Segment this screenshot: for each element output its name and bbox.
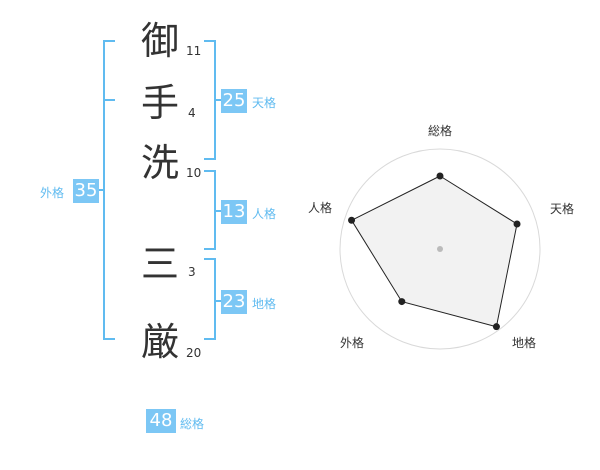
gaikaku-bracket — [103, 40, 115, 340]
stroke-count-5: 20 — [186, 346, 202, 360]
name-char-2: 手 — [140, 81, 179, 125]
soukaku-value-box: 48 — [146, 409, 176, 433]
stroke-count-2: 4 — [188, 106, 196, 120]
radar-axis-label-tenkaku: 天格 — [550, 201, 574, 216]
radar-axis-label-soukaku: 総格 — [428, 123, 452, 138]
tenkaku-label: 天格 — [252, 96, 277, 110]
chikaku-value-box: 23 — [221, 290, 247, 314]
radar-shape — [350, 175, 518, 328]
chikaku-bracket — [204, 258, 216, 340]
gaikaku-bracket-tick-1 — [103, 99, 115, 101]
gaikaku-label: 外格 — [40, 186, 65, 200]
radar-axis-label-jinkaku: 人格 — [308, 200, 332, 215]
name-char-4: 三 — [140, 242, 179, 286]
tenkaku-bracket-tick — [215, 99, 221, 101]
chikaku-bracket-tick — [215, 300, 221, 302]
tenkaku-value-box: 25 — [221, 89, 247, 113]
stroke-count-3: 10 — [186, 166, 202, 180]
radar-axis-label-gaikaku: 外格 — [340, 335, 364, 350]
jinkaku-value-box: 13 — [221, 200, 247, 224]
radar-axis-label-chikaku: 地格 — [512, 335, 536, 350]
radar-point-3 — [492, 323, 500, 331]
jinkaku-label: 人格 — [252, 207, 277, 221]
gaikaku-value-box: 35 — [73, 179, 99, 203]
radar-points — [348, 172, 521, 331]
name-char-3: 洗 — [140, 141, 179, 185]
stroke-count-1: 11 — [186, 44, 202, 58]
radar-point-4 — [398, 298, 406, 306]
radar-center — [437, 246, 443, 252]
chikaku-label: 地格 — [252, 297, 277, 311]
name-char-1: 御 — [140, 19, 179, 63]
jinkaku-bracket-tick — [215, 210, 221, 212]
gaikaku-bracket-tick-2 — [98, 189, 104, 191]
radar-point-5 — [348, 216, 356, 224]
stroke-count-4: 3 — [188, 265, 196, 279]
soukaku-label: 総格 — [180, 417, 205, 431]
radar-point-1 — [436, 172, 444, 180]
name-char-5: 厳 — [140, 320, 179, 364]
radar-point-2 — [513, 220, 521, 228]
